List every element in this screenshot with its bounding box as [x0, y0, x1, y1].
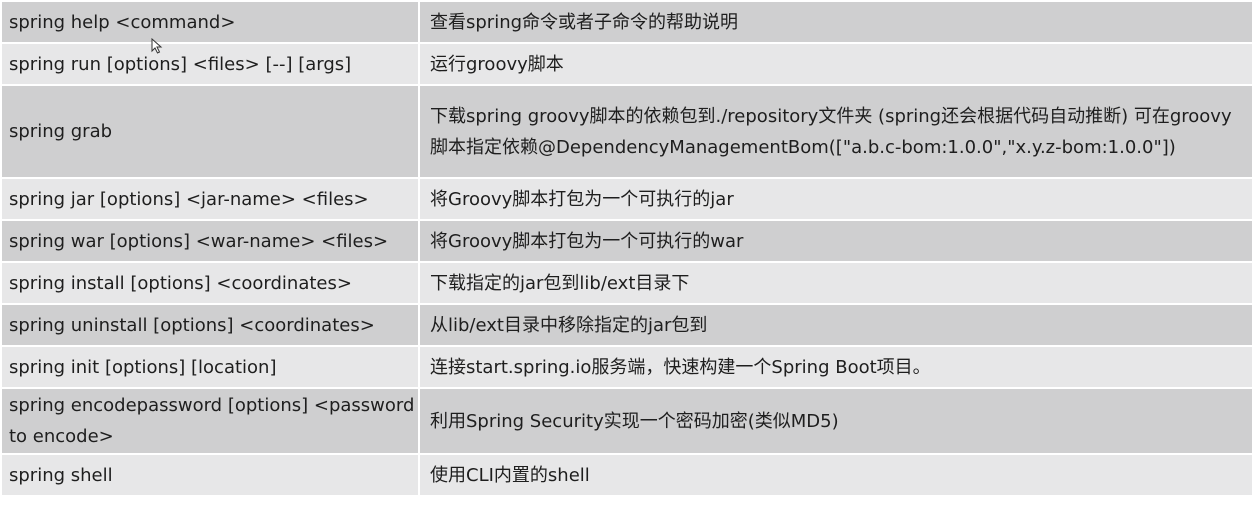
table-row: spring install [options] <coordinates> 下… — [0, 261, 1252, 305]
table-row: spring war [options] <war-name> <files> … — [0, 219, 1252, 263]
description-cell: 使用CLI内置的shell — [418, 453, 1252, 497]
table-row: spring jar [options] <jar-name> <files> … — [0, 177, 1252, 221]
table-row: spring encodepassword [options] <passwor… — [0, 387, 1252, 455]
table-row: spring help <command> 查看spring命令或者子命令的帮助… — [0, 0, 1252, 44]
command-cell: spring war [options] <war-name> <files> — [0, 219, 420, 263]
table-row: spring grab 下载spring groovy脚本的依赖包到./repo… — [0, 84, 1252, 179]
command-cell: spring install [options] <coordinates> — [0, 261, 420, 305]
command-cell: spring init [options] [location] — [0, 345, 420, 389]
description-cell: 下载spring groovy脚本的依赖包到./repository文件夹 (s… — [418, 84, 1252, 179]
command-cell: spring jar [options] <jar-name> <files> — [0, 177, 420, 221]
spring-cli-command-table: spring help <command> 查看spring命令或者子命令的帮助… — [0, 0, 1252, 497]
command-cell: spring uninstall [options] <coordinates> — [0, 303, 420, 347]
description-cell: 将Groovy脚本打包为一个可执行的jar — [418, 177, 1252, 221]
description-cell: 运行groovy脚本 — [418, 42, 1252, 86]
table-row: spring init [options] [location] 连接start… — [0, 345, 1252, 389]
description-cell: 利用Spring Security实现一个密码加密(类似MD5) — [418, 387, 1252, 455]
description-cell: 将Groovy脚本打包为一个可执行的war — [418, 219, 1252, 263]
description-cell: 连接start.spring.io服务端，快速构建一个Spring Boot项目… — [418, 345, 1252, 389]
command-cell: spring encodepassword [options] <passwor… — [0, 387, 420, 455]
table-row: spring run [options] <files> [--] [args]… — [0, 42, 1252, 86]
table-row: spring uninstall [options] <coordinates>… — [0, 303, 1252, 347]
command-cell: spring grab — [0, 84, 420, 179]
command-cell: spring help <command> — [0, 0, 420, 44]
table-row: spring shell 使用CLI内置的shell — [0, 453, 1252, 497]
description-cell: 查看spring命令或者子命令的帮助说明 — [418, 0, 1252, 44]
command-cell: spring run [options] <files> [--] [args] — [0, 42, 420, 86]
command-cell: spring shell — [0, 453, 420, 497]
description-cell: 从lib/ext目录中移除指定的jar包到 — [418, 303, 1252, 347]
mouse-pointer-icon — [151, 38, 163, 54]
description-cell: 下载指定的jar包到lib/ext目录下 — [418, 261, 1252, 305]
